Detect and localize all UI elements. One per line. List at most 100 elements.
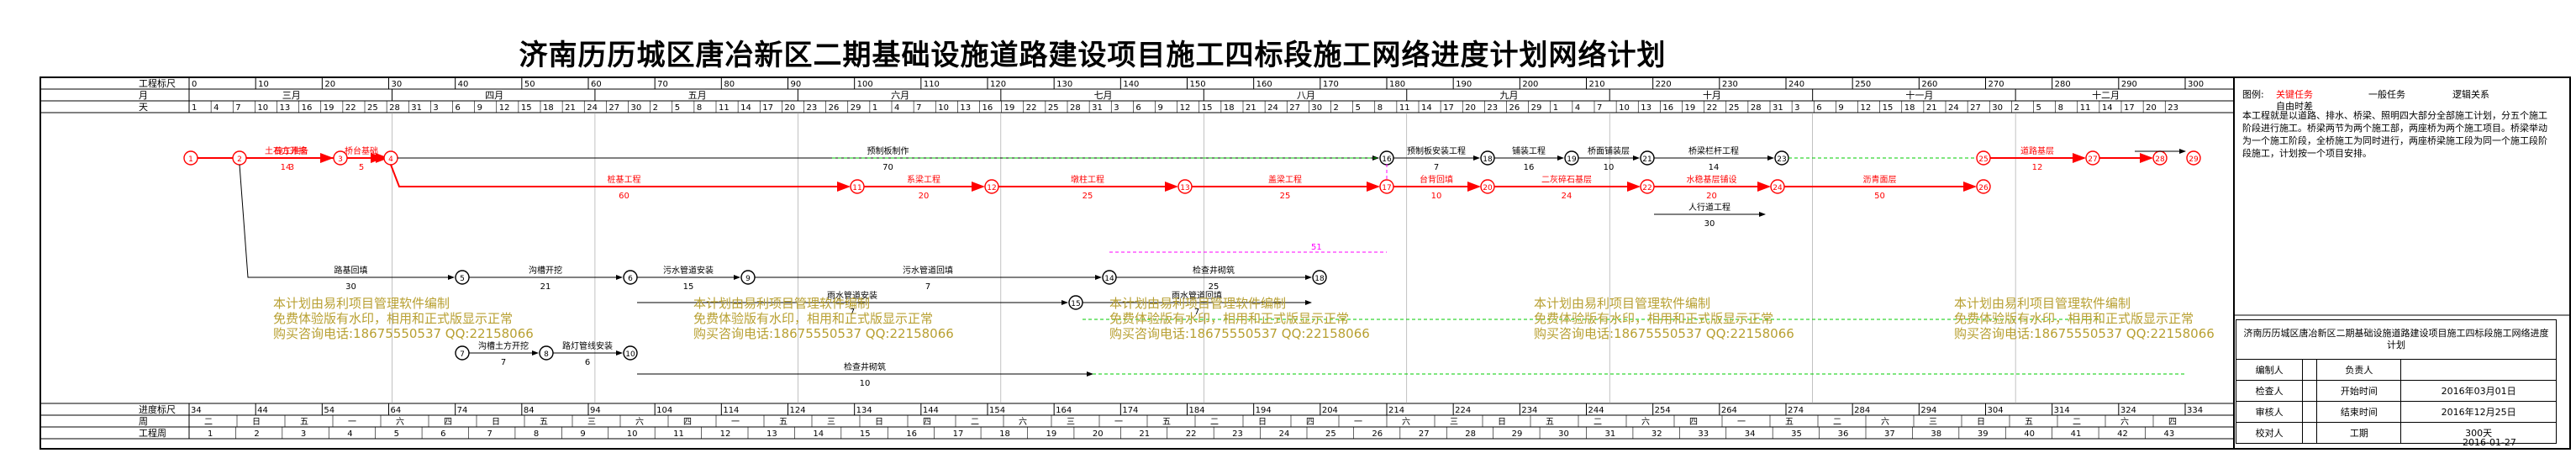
- activity-duration: 21: [540, 282, 551, 292]
- week-number: 42: [2117, 429, 2128, 439]
- watermark-1: 本计划由易利项目管理软件编制 免费体验版有水印，相用和正式版显示正常 购买咨询电…: [273, 296, 534, 341]
- weekday-label: 四: [1306, 418, 1314, 427]
- week-number: 27: [1419, 429, 1430, 439]
- scale-tick: 240: [1788, 80, 1804, 89]
- progress-tick: 164: [1056, 406, 1072, 415]
- weekday-label: 日: [1977, 418, 1985, 427]
- activity-name: 路灯管线安装: [562, 340, 613, 351]
- watermark-line: 免费体验版有水印，相用和正式版显示正常: [1954, 311, 2194, 326]
- event-node-number: 29: [2189, 155, 2199, 164]
- weekday-label: 二: [1594, 418, 1602, 427]
- logic-line: [239, 164, 454, 278]
- day-label: 31: [1092, 103, 1103, 113]
- week-number: 33: [1698, 429, 1709, 439]
- week-number: 22: [1186, 429, 1197, 439]
- month-label: 三月: [282, 90, 301, 101]
- activity-name: 检查井砌筑: [844, 361, 886, 372]
- event-node: [1976, 150, 1991, 166]
- event-node-number: 5: [460, 275, 465, 283]
- page-title: 济南历历城区唐冶新区二期基础设施道路建设项目施工四标段施工网络进度计划网络计划: [519, 39, 1667, 72]
- day-label: 17: [762, 103, 773, 113]
- project-info-table: 济南历历城区唐冶新区二期基础设施道路建设项目施工四标段施工网络进度计划 编制人 …: [2235, 319, 2557, 444]
- month-label: 十月: [1703, 89, 1721, 101]
- prepared-label: 编制人: [2235, 359, 2304, 381]
- event-node-number: 4: [388, 155, 393, 164]
- weekday-label: 六: [635, 417, 644, 427]
- day-label: 6: [456, 103, 461, 113]
- day-label: 15: [1202, 103, 1213, 113]
- watermark-line: 本计划由易利项目管理软件编制: [1109, 296, 1287, 311]
- watermark-line: 购买咨询电话:18675550537 QQ:22158066: [1109, 326, 1370, 341]
- week-number: 13: [766, 429, 777, 439]
- day-label: 12: [499, 103, 510, 113]
- scale-tick: 10: [258, 80, 269, 89]
- scale-tick: 90: [791, 80, 802, 89]
- week-number: 2: [254, 429, 259, 439]
- legend-title: 图例:: [2242, 89, 2264, 100]
- day-label: 4: [894, 103, 899, 113]
- event-node-number: 7: [460, 350, 465, 359]
- scale-tick: 100: [857, 80, 873, 89]
- watermark-2: 本计划由易利项目管理软件编制 免费体验版有水印，相用和正式版显示正常 购买咨询电…: [693, 296, 954, 341]
- day-label: 17: [1443, 103, 1454, 113]
- progress-tick: 44: [257, 406, 268, 415]
- activity-duration: 10: [1604, 163, 1615, 172]
- prepared-value: [2302, 359, 2318, 381]
- activity-duration: 70: [882, 163, 893, 172]
- activity-duration: 25: [1083, 192, 1093, 201]
- weekday-label: 一: [731, 418, 740, 427]
- day-label: 19: [1685, 103, 1696, 113]
- progress-tick: 254: [1655, 406, 1671, 415]
- progress-tick: 324: [2120, 406, 2136, 415]
- watermark-line: 本计划由易利项目管理软件编制: [1534, 296, 1711, 311]
- progress-tick: 34: [191, 406, 202, 415]
- event-node-number: 12: [987, 184, 996, 192]
- watermark-line: 免费体验版有水印，相用和正式版显示正常: [1109, 311, 1350, 326]
- watermark-3: 本计划由易利项目管理软件编制 免费体验版有水印，相用和正式版显示正常 购买咨询电…: [1109, 296, 1370, 341]
- activity-duration: 60: [619, 192, 630, 201]
- watermark-line: 本计划由易利项目管理软件编制: [1954, 296, 2131, 311]
- weekday-label: 一: [1114, 418, 1123, 427]
- legend-float-label: 自由时差: [2276, 101, 2313, 112]
- scale-tick: 120: [990, 80, 1006, 89]
- weekday-label: 二: [971, 418, 979, 427]
- week-number: 25: [1325, 429, 1336, 439]
- day-label: 16: [982, 103, 993, 113]
- day-label: 7: [235, 103, 240, 113]
- progress-tick: 64: [391, 406, 402, 415]
- day-label: 10: [938, 103, 949, 113]
- day-label: 16: [302, 103, 313, 113]
- activity-duration: 15: [683, 282, 694, 292]
- progress-tick: 334: [2187, 406, 2203, 415]
- day-label: 11: [1399, 103, 1410, 113]
- activity-name: 沟槽土方开挖: [478, 340, 529, 351]
- event-node-number: 8: [544, 350, 549, 359]
- progress-tick: 54: [324, 406, 335, 415]
- watermark-line: 本计划由易利项目管理软件编制: [273, 296, 450, 311]
- proofer-value: [2302, 422, 2318, 444]
- weekday-label: 六: [1641, 417, 1650, 427]
- progress-tick: 154: [989, 406, 1005, 415]
- activity-name: 桥面铺装层: [1588, 145, 1630, 156]
- day-label: 1: [872, 103, 877, 113]
- week-number: 29: [1512, 429, 1523, 439]
- week-number: 37: [1884, 429, 1895, 439]
- activity-name: 预制板制作: [867, 145, 909, 156]
- week-number: 30: [1558, 429, 1569, 439]
- progress-tick: 184: [1189, 406, 1205, 415]
- week-number: 4: [347, 429, 352, 439]
- progress-tick: 94: [590, 406, 601, 415]
- week-number: 32: [1651, 429, 1662, 439]
- day-label: 14: [2102, 103, 2113, 113]
- scale-tick: 150: [1190, 80, 1206, 89]
- event-node: [1312, 270, 1327, 285]
- activity-duration: 24: [1562, 192, 1572, 201]
- progress-tick: 224: [1455, 406, 1471, 415]
- weekday-label: 六: [1019, 417, 1027, 427]
- day-label: 24: [587, 103, 598, 113]
- day-label: 28: [389, 103, 400, 113]
- weekday-label: 六: [2120, 417, 2129, 427]
- activity-name: 路基回填: [335, 265, 368, 276]
- week-number: 24: [1279, 429, 1290, 439]
